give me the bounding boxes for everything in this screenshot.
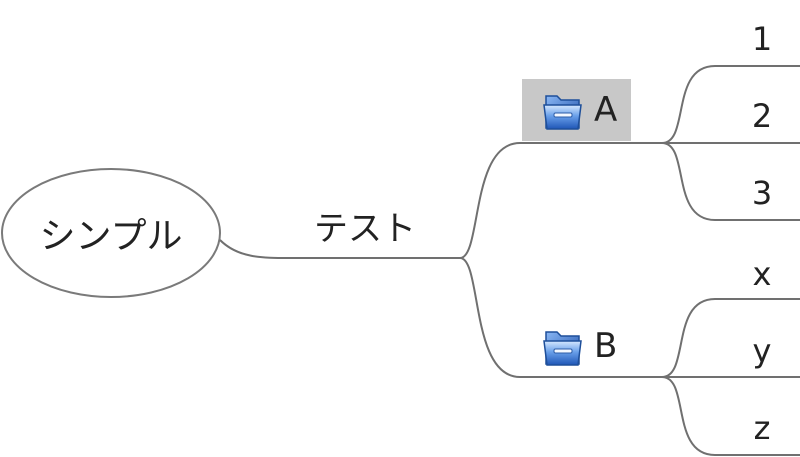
branch-node-label[interactable]: テスト [314,209,416,249]
folder-icon [543,95,582,130]
topic-label-a: A [594,90,618,130]
topic-node-a[interactable]: A [522,79,632,141]
root-node-label[interactable]: シンプル [39,216,183,257]
root-to-branch-connector [219,239,460,259]
topic-label-b: B [594,326,618,366]
a-to-3-connector [661,142,800,221]
leaf-node-2[interactable]: 2 [751,97,773,135]
leaf-node-1[interactable]: 1 [751,20,773,58]
leaf-node-z[interactable]: z [753,409,771,447]
branch-to-b-connector [459,257,662,378]
a-to-1-connector [661,65,800,144]
folder-icon [543,331,582,366]
b-to-z-connector [661,376,800,456]
leaf-node-3[interactable]: 3 [751,174,773,212]
topic-node-b[interactable]: B [522,315,631,377]
leaf-node-x[interactable]: x [752,255,772,293]
root-node-shape[interactable] [1,168,221,298]
leaf-node-y[interactable]: y [752,332,772,370]
b-to-x-connector [661,298,800,378]
branch-to-a-connector [459,142,662,259]
